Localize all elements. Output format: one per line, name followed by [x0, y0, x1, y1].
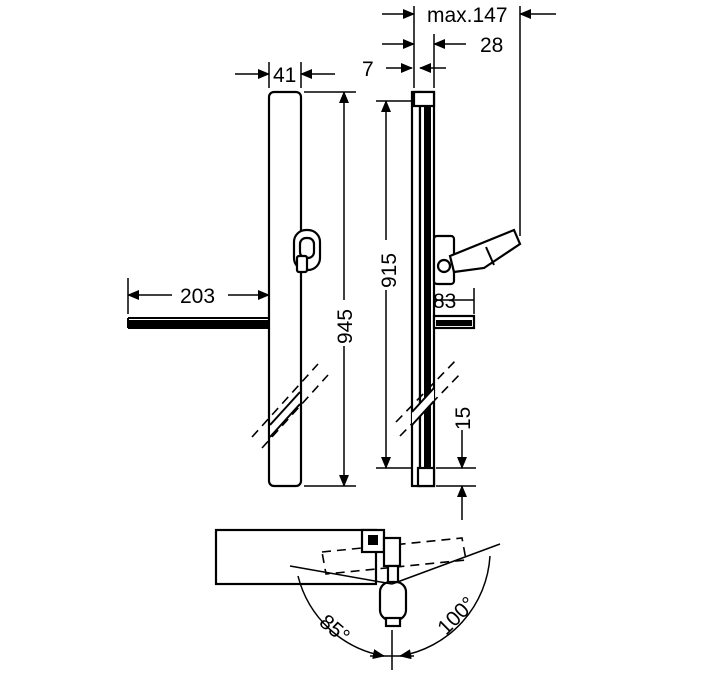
shelf-swivel-dashed	[321, 537, 467, 575]
dim-label-203: 203	[180, 285, 215, 308]
arc-100	[399, 555, 491, 660]
dim-label-915: 915	[378, 253, 401, 288]
dim-label-945: 945	[334, 309, 357, 344]
dim-label-41: 41	[273, 64, 296, 87]
wall-plate	[410, 90, 422, 488]
dim-label-83: 83	[433, 290, 456, 313]
dim-rail-height: 945	[304, 91, 357, 487]
dim-bottom-offset: 15	[436, 407, 476, 520]
top-view: 85° 100°	[214, 528, 501, 670]
holder-front	[292, 228, 322, 274]
shelf-top	[214, 528, 378, 586]
dim-rail-width: 41	[235, 62, 335, 88]
dim-label-7: 7	[362, 58, 374, 81]
dim-shelf-length: 203	[127, 278, 270, 314]
arc-85	[297, 575, 385, 660]
angle-label-100: 100°	[433, 593, 480, 640]
dim-label-15: 15	[452, 407, 475, 430]
side-view: max.147 28 7 915 83	[362, 4, 556, 520]
dim-slider-range: 915	[376, 100, 412, 469]
dim-shelf-height: 83	[433, 288, 475, 314]
holder-side	[432, 228, 522, 286]
dim-depth: 28	[382, 34, 503, 88]
dim-wall-gap: 7	[362, 58, 446, 81]
front-view: 41 203 945	[127, 62, 357, 488]
shelf-side	[432, 314, 476, 330]
shelf-front	[127, 317, 269, 329]
break-line-front	[251, 363, 319, 438]
dim-max-depth: max.147	[382, 4, 556, 236]
holder-top	[378, 564, 408, 628]
dim-label-28: 28	[480, 34, 503, 57]
dim-label-max147: max.147	[427, 4, 508, 27]
